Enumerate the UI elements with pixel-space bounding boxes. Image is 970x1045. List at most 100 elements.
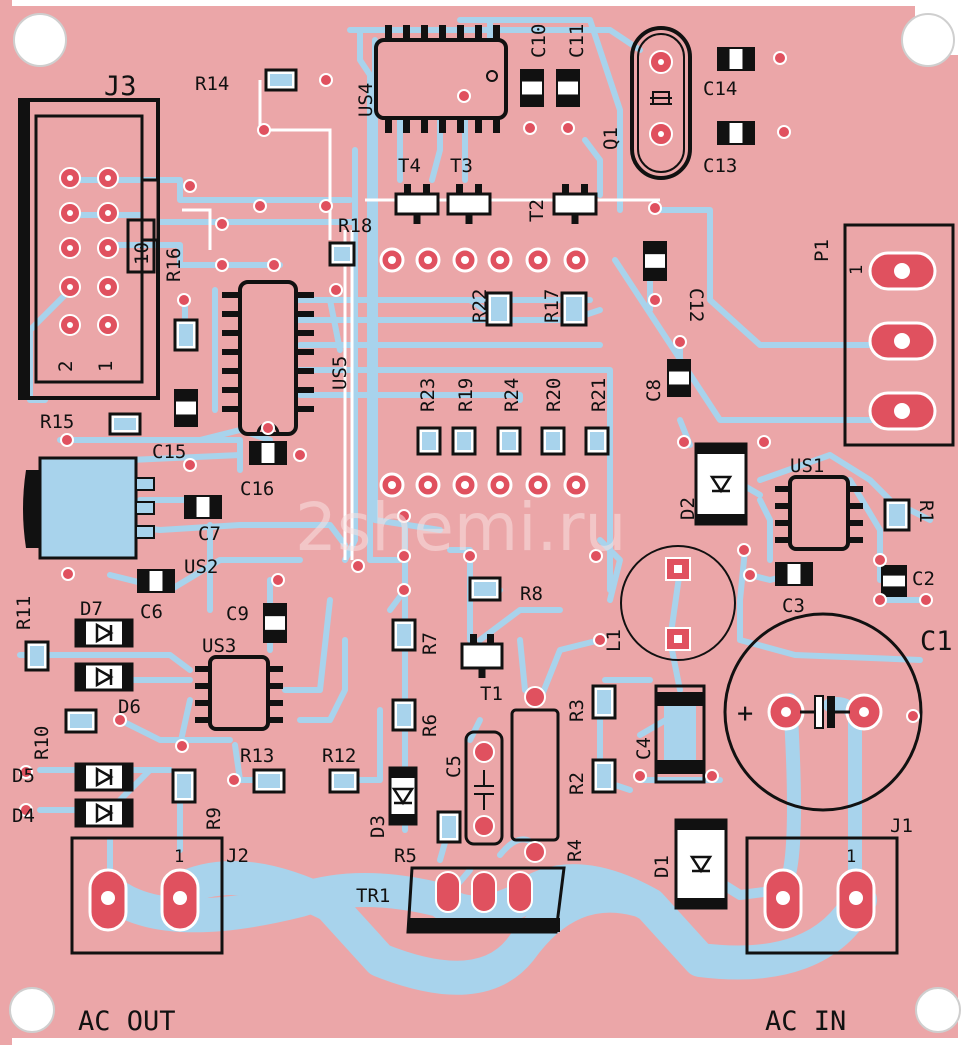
d1 [674,818,728,910]
r1 [883,498,911,532]
label-us3: US3 [202,635,236,657]
j2-terminal [70,836,224,955]
label-t2: T2 [526,199,548,222]
c15 [174,389,198,427]
label-r5: R5 [394,845,417,867]
us2-regulator [23,456,155,560]
d5 [74,762,134,792]
label-c16: C16 [240,478,274,500]
label-c13: C13 [703,155,737,177]
label-r14: R14 [195,73,229,95]
label-r19: R19 [455,378,477,412]
r20 [540,426,566,456]
r4-resistor [510,686,560,863]
r15 [108,412,142,436]
d2 [694,442,748,526]
d6 [74,662,134,692]
r6 [391,698,417,732]
t1 [460,634,504,678]
r12 [328,768,360,794]
label-j3: J3 [104,71,137,102]
watermark: 2shemi.ru [295,489,626,566]
label-r4: R4 [564,839,586,862]
q1-crystal [630,26,692,180]
label-r1: R1 [915,500,937,523]
c16 [249,441,287,465]
r23 [416,426,442,456]
c8 [667,359,691,397]
r10 [64,708,98,734]
r3 [591,684,617,720]
label-j3-pin2: 2 [55,361,77,372]
label-r18: R18 [338,215,372,237]
label-c7: C7 [198,523,221,545]
label-c1-plus: + [737,698,753,729]
l1-inductor [620,545,736,661]
label-j2-pin1: 1 [174,847,184,867]
us3-ic [195,655,283,731]
label-c2: C2 [912,568,935,590]
label-c3: C3 [782,595,805,617]
label-c9: C9 [226,603,249,625]
c2 [881,565,907,597]
label-c11: C11 [566,24,588,58]
label-r6: R6 [419,714,441,737]
label-us4: US4 [355,83,377,117]
label-r10: R10 [31,726,53,760]
label-r23: R23 [417,378,439,412]
label-d7: D7 [80,598,103,620]
label-d4: D4 [12,805,35,827]
label-c12: C12 [685,288,707,322]
label-r17: R17 [541,289,563,323]
r11 [24,640,50,672]
label-c5: C5 [443,755,465,778]
tr1-triac [406,866,566,934]
c13 [717,121,755,145]
r5 [436,810,462,844]
label-r20: R20 [543,378,565,412]
r13 [252,768,286,794]
r24 [496,426,522,456]
d7 [74,618,134,648]
label-q1: Q1 [600,127,622,150]
label-ac-out: AC OUT [78,1006,176,1037]
smd-components [24,47,911,910]
label-us5: US5 [329,356,351,390]
c11 [556,69,580,107]
label-c15: C15 [152,441,186,463]
r22 [485,291,513,327]
label-j1: J1 [890,815,913,837]
label-j3-pin10: 10 [131,242,153,265]
label-j3-pin1: 1 [95,361,117,372]
label-d1: D1 [651,855,673,878]
silkscreen-labels: J3 2 1 10 R14 US4 C10 C11 Q1 C14 C13 T4 … [12,24,953,1037]
vias-and-pads [19,51,933,817]
r18 [328,241,356,267]
label-c14: C14 [703,78,737,100]
label-tr1: TR1 [356,885,390,907]
r2 [591,758,617,794]
c7 [184,495,222,519]
label-c6: C6 [140,601,163,623]
t2 [552,184,598,224]
r16 [173,318,199,352]
label-l1: L1 [603,629,625,652]
label-p1: P1 [811,239,833,262]
label-r12: R12 [322,745,356,767]
c14 [717,47,755,71]
label-t4: T4 [398,155,421,177]
label-p1-pin1: 1 [847,265,867,275]
label-d6: D6 [118,696,141,718]
label-r2: R2 [566,772,588,795]
t3 [446,184,492,224]
label-d3: D3 [367,815,389,838]
mounting-holes [9,13,961,1033]
r19 [451,426,477,456]
label-us2: US2 [184,556,218,578]
r8 [468,576,502,602]
label-ac-in: AC IN [765,1006,846,1037]
d3 [388,766,418,826]
label-t3: T3 [450,155,473,177]
c10 [520,69,544,107]
